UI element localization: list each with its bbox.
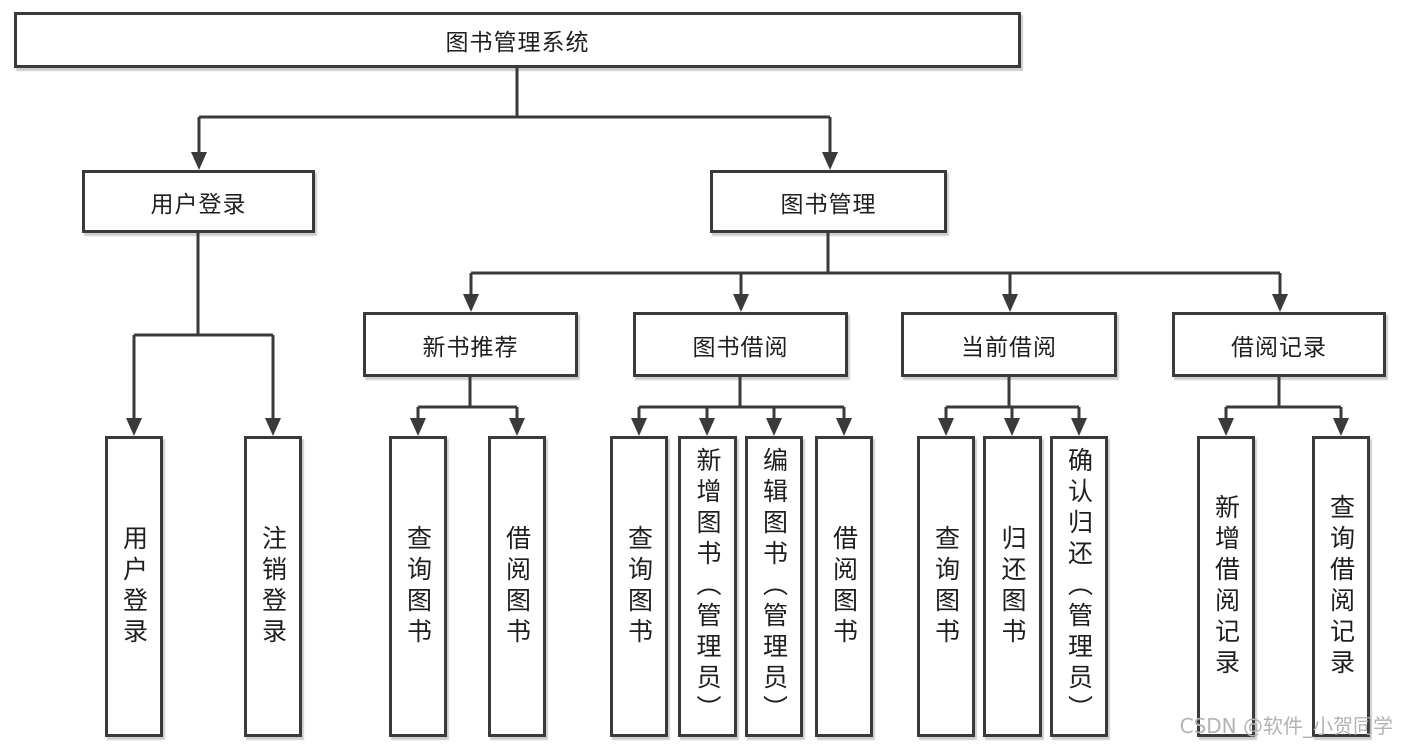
leaf-confirm-return-admin: 确认归还（管理员） [1050, 436, 1108, 737]
node-current-borrow: 当前借阅 [901, 312, 1117, 377]
node-user-login-label: 用户登录 [150, 191, 247, 218]
leaf-borrow-books-recommend-label: 借阅图书 [502, 524, 532, 649]
watermark-text: CSDN @软件_小贺同学 [1179, 714, 1393, 738]
leaf-add-book-admin-label: 新增图书（管理员） [693, 447, 722, 726]
node-book-management-label: 图书管理 [780, 191, 877, 218]
leaf-query-books-current: 查询图书 [917, 436, 975, 737]
node-current-borrow-label: 当前借阅 [961, 334, 1057, 361]
leaf-add-borrow-record-label: 新增借阅记录 [1211, 493, 1241, 680]
node-book-borrow: 图书借阅 [633, 312, 848, 377]
node-user-login: 用户登录 [82, 170, 315, 233]
leaf-user-login-label: 用户登录 [119, 524, 149, 649]
leaf-query-books-recommend: 查询图书 [389, 436, 447, 737]
leaf-return-book-label: 归还图书 [998, 524, 1027, 649]
node-root-label: 图书管理系统 [445, 30, 590, 56]
leaf-return-book: 归还图书 [983, 436, 1042, 737]
leaf-query-borrow-record-label: 查询借阅记录 [1326, 493, 1356, 680]
leaf-query-books-borrow: 查询图书 [610, 436, 668, 737]
leaf-query-books-recommend-label: 查询图书 [403, 524, 433, 649]
node-borrow-records: 借阅记录 [1172, 312, 1386, 377]
leaf-logout: 注销登录 [244, 436, 302, 737]
leaf-add-book-admin: 新增图书（管理员） [678, 436, 737, 737]
leaf-query-books-current-label: 查询图书 [931, 524, 961, 649]
leaf-borrow-books-2: 借阅图书 [815, 436, 873, 737]
leaf-borrow-books-2-label: 借阅图书 [829, 524, 859, 649]
node-new-book-recommend-label: 新书推荐 [422, 334, 519, 361]
leaf-query-borrow-record: 查询借阅记录 [1312, 436, 1370, 737]
node-new-book-recommend: 新书推荐 [363, 312, 578, 377]
leaf-user-login: 用户登录 [105, 436, 163, 737]
leaf-logout-label: 注销登录 [258, 524, 288, 649]
leaf-edit-book-admin: 编辑图书（管理员） [745, 436, 803, 737]
node-root: 图书管理系统 [14, 12, 1021, 68]
leaf-query-books-borrow-label: 查询图书 [624, 524, 654, 649]
node-borrow-records-label: 借阅记录 [1231, 334, 1327, 361]
leaf-confirm-return-admin-label: 确认归还（管理员） [1064, 447, 1094, 726]
node-book-borrow-label: 图书借阅 [692, 334, 789, 361]
leaf-borrow-books-recommend: 借阅图书 [488, 436, 546, 737]
leaf-edit-book-admin-label: 编辑图书（管理员） [759, 447, 789, 726]
node-book-management: 图书管理 [710, 170, 947, 233]
leaf-add-borrow-record: 新增借阅记录 [1197, 436, 1255, 737]
